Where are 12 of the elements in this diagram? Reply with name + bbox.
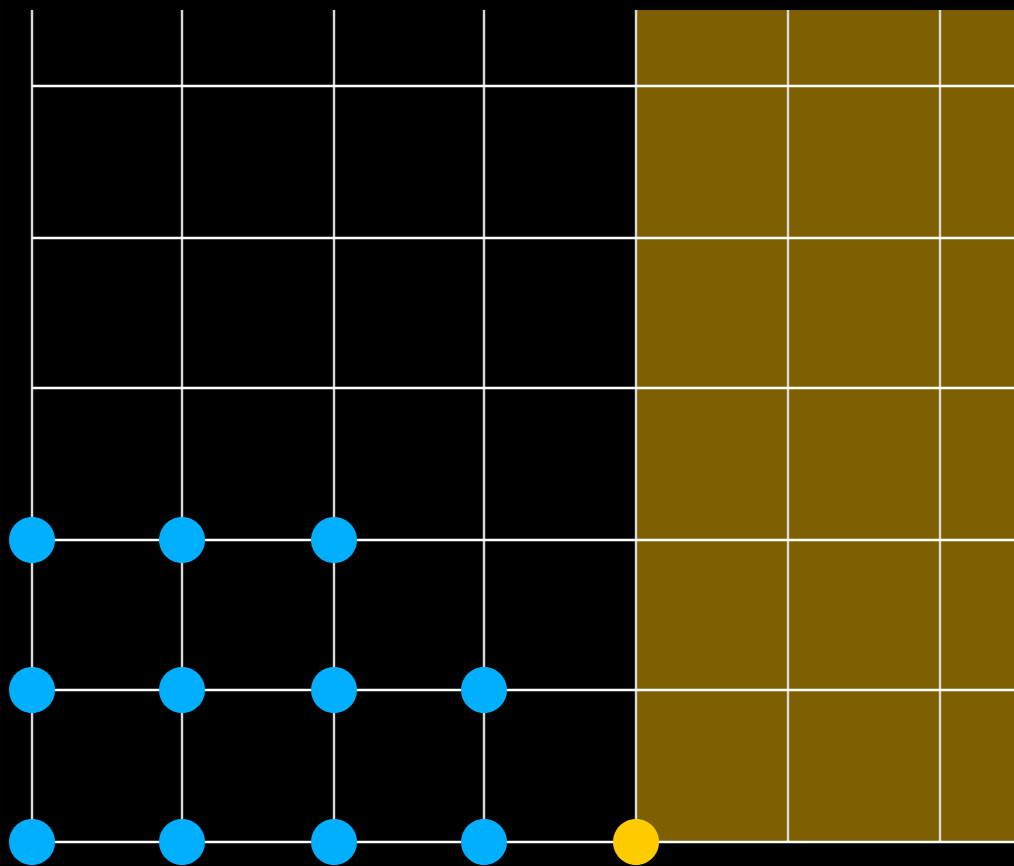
dot bbox=[9, 666, 55, 713]
dot bbox=[9, 818, 55, 865]
dot bbox=[159, 666, 205, 713]
dot bbox=[159, 818, 205, 865]
dot bbox=[461, 666, 507, 713]
dot bbox=[311, 666, 357, 713]
dot bbox=[311, 516, 357, 563]
dot bbox=[9, 516, 55, 563]
dot bbox=[613, 818, 659, 865]
dot bbox=[461, 818, 507, 865]
dot bbox=[311, 818, 357, 865]
dot bbox=[159, 516, 205, 563]
